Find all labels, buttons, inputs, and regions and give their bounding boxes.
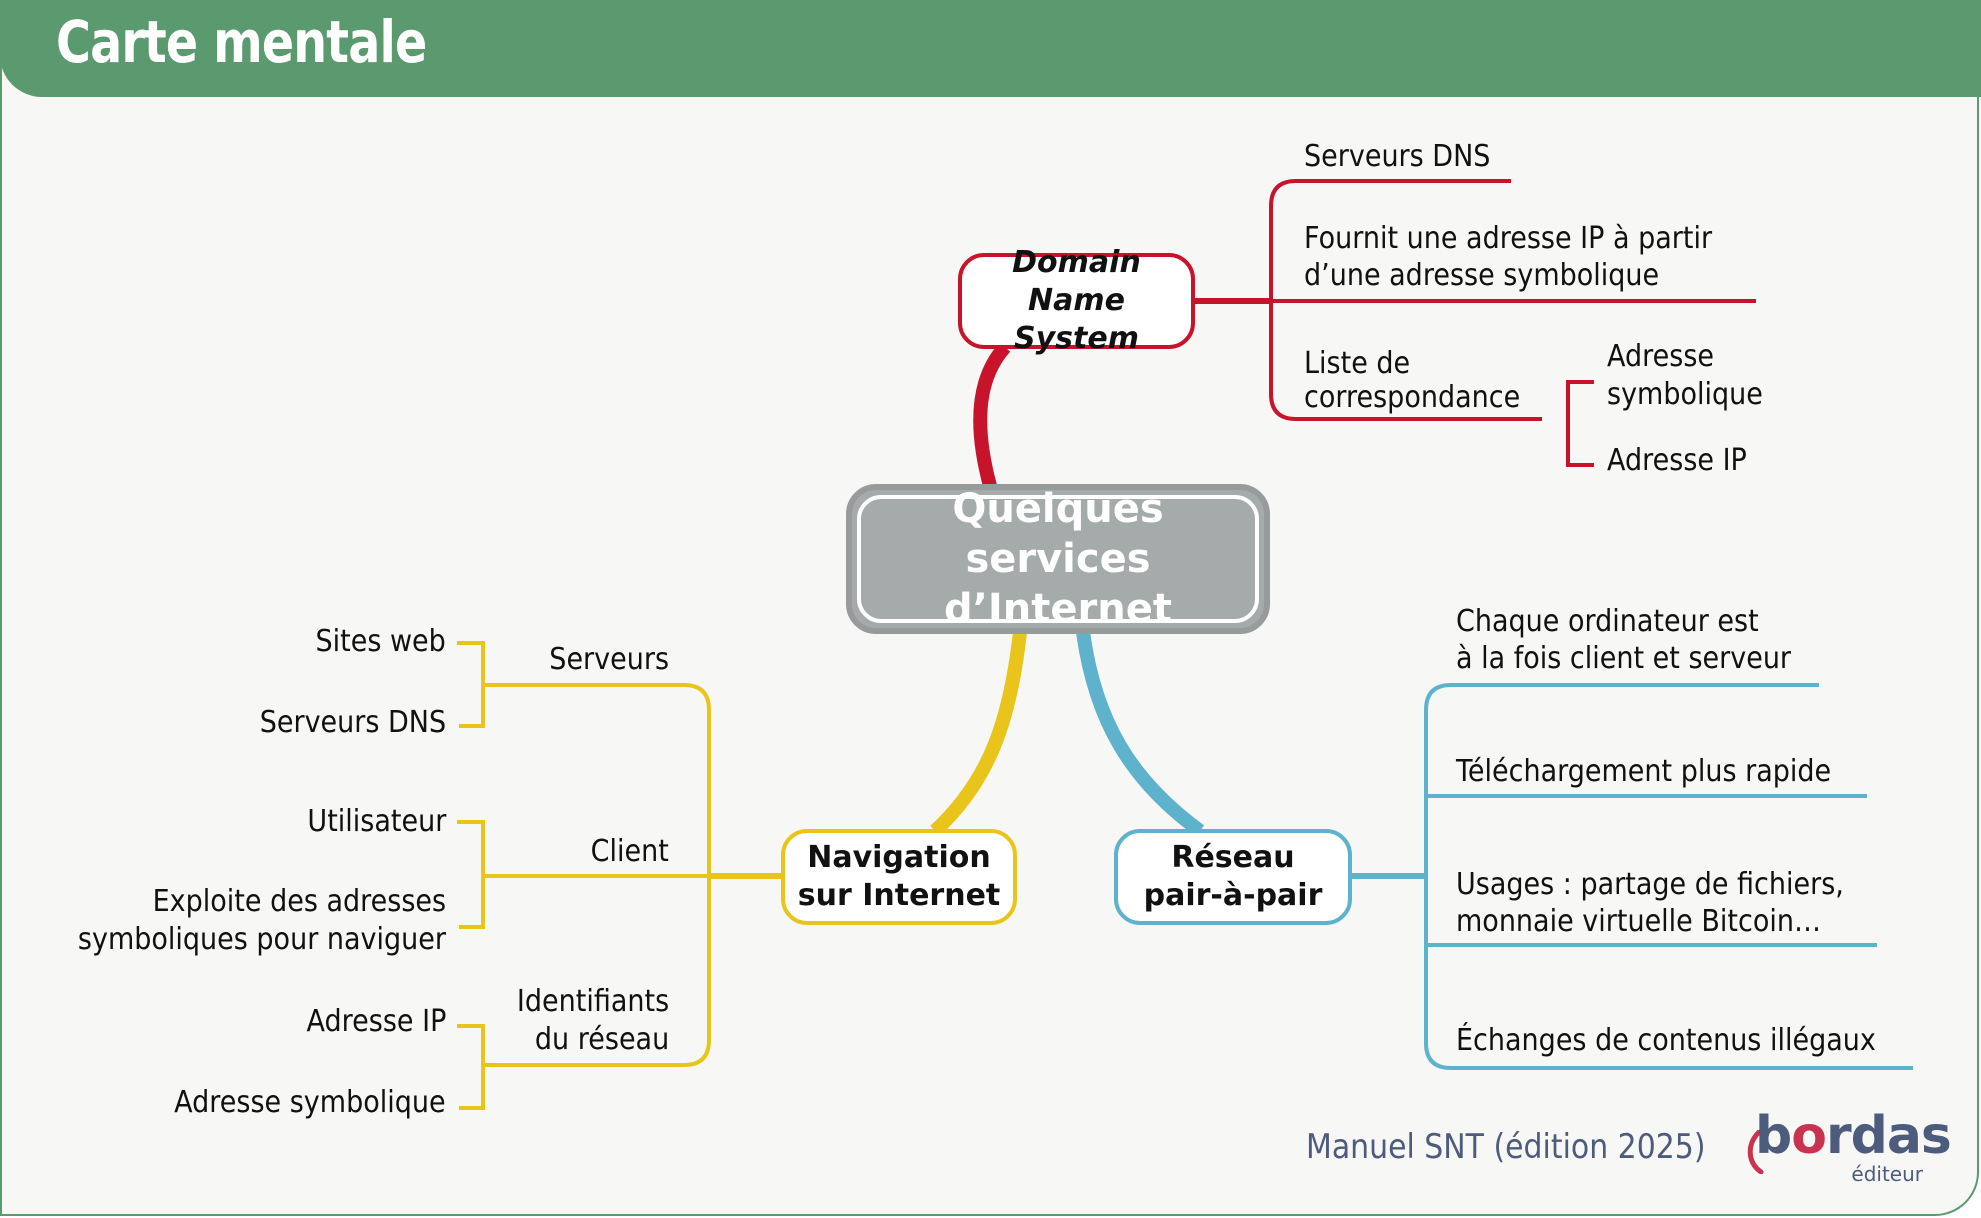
nav-group-identifiants-line1: Identifiants bbox=[516, 984, 669, 1019]
p2p-item-chaque-line1: Chaque ordinateur est bbox=[1456, 604, 1759, 639]
dns-sub-bracket bbox=[1566, 380, 1594, 467]
p2p-item-usages-line2: monnaie virtuelle Bitcoin… bbox=[1456, 904, 1821, 939]
nav-serveurs-sub-bracket bbox=[457, 641, 485, 728]
p2p-item-telechargement: Téléchargement plus rapide bbox=[1456, 754, 1832, 789]
nav-leaf-exploite-line1: Exploite des adresses bbox=[152, 884, 446, 919]
nav-group-client: Client bbox=[590, 834, 669, 869]
dns-subitem-adresse-ip: Adresse IP bbox=[1607, 443, 1747, 478]
nav-group-identifiants-line2: du réseau bbox=[534, 1022, 669, 1057]
dns-node-line1: Domain bbox=[1012, 245, 1141, 280]
p2p-node-line1: Réseau bbox=[1171, 840, 1295, 875]
nav-group-serveurs: Serveurs bbox=[549, 642, 669, 677]
p2p-item-echanges: Échanges de contenus illégaux bbox=[1456, 1023, 1876, 1058]
p2p-node[interactable]: Réseau pair-à-pair bbox=[1114, 829, 1352, 925]
trunk-navigation bbox=[930, 631, 1027, 837]
nav-leaf-sites-web: Sites web bbox=[315, 624, 446, 659]
page-title: Carte mentale bbox=[56, 8, 427, 76]
navigation-branch-lines bbox=[457, 641, 781, 1110]
logo-wordmark: bordas bbox=[1755, 1106, 1952, 1166]
logo-subtitle: éditeur bbox=[1851, 1162, 1923, 1186]
trunk-dns bbox=[973, 342, 1011, 488]
nav-client-sub-bracket bbox=[457, 820, 485, 929]
trunk-p2p bbox=[1076, 631, 1205, 837]
footer-edition-text: Manuel SNT (édition 2025) bbox=[1306, 1127, 1706, 1167]
dns-subitem-adresse-symbolique-line2: symbolique bbox=[1607, 377, 1763, 412]
logo-letter-o: o bbox=[1791, 1106, 1827, 1166]
center-node-line1: Quelques services bbox=[952, 486, 1164, 582]
center-node-line2: d’Internet bbox=[944, 586, 1172, 632]
dns-item-liste-line2: correspondance bbox=[1304, 380, 1521, 415]
dns-item-fournit-line1: Fournit une adresse IP à partir bbox=[1304, 221, 1713, 256]
bordas-logo: bordas éditeur bbox=[1745, 1106, 1952, 1188]
nav-leaf-adresse-ip: Adresse IP bbox=[306, 1004, 446, 1039]
dns-item-liste-line1: Liste de bbox=[1304, 346, 1411, 381]
nav-leaf-utilisateur: Utilisateur bbox=[307, 804, 446, 839]
center-node[interactable]: Quelques services d’Internet bbox=[846, 484, 1270, 634]
nav-ident-sub-bracket bbox=[457, 1024, 485, 1110]
dns-subitem-adresse-symbolique-line1: Adresse bbox=[1607, 339, 1715, 374]
p2p-bracket bbox=[1424, 683, 1913, 1070]
dns-item-fournit-line2: d’une adresse symbolique bbox=[1304, 258, 1660, 293]
logo-arc-icon bbox=[1747, 1130, 1764, 1174]
navigation-node-line1: Navigation bbox=[807, 840, 991, 875]
p2p-item-chaque-line2: à la fois client et serveur bbox=[1456, 641, 1792, 676]
nav-leaf-exploite-line2: symboliques pour naviguer bbox=[77, 922, 446, 957]
dns-node[interactable]: Domain Name System bbox=[958, 245, 1195, 356]
nav-leaf-adresse-symbolique: Adresse symbolique bbox=[174, 1085, 446, 1120]
logo-letters-rdas: rdas bbox=[1825, 1106, 1952, 1166]
navigation-node[interactable]: Navigation sur Internet bbox=[781, 829, 1017, 925]
header-bar: Carte mentale bbox=[0, 0, 1981, 97]
logo-letter-b: b bbox=[1755, 1106, 1792, 1166]
p2p-item-usages-line1: Usages : partage de fichiers, bbox=[1456, 867, 1844, 902]
nav-leaf-serveurs-dns: Serveurs DNS bbox=[259, 705, 446, 740]
p2p-node-line2: pair-à-pair bbox=[1143, 878, 1323, 913]
dns-item-serveurs-dns: Serveurs DNS bbox=[1304, 139, 1491, 174]
dns-branch-lines bbox=[1195, 179, 1756, 467]
dns-node-line2: Name System bbox=[1014, 283, 1139, 356]
p2p-branch-lines bbox=[1352, 683, 1913, 1070]
navigation-node-line2: sur Internet bbox=[797, 878, 1001, 913]
